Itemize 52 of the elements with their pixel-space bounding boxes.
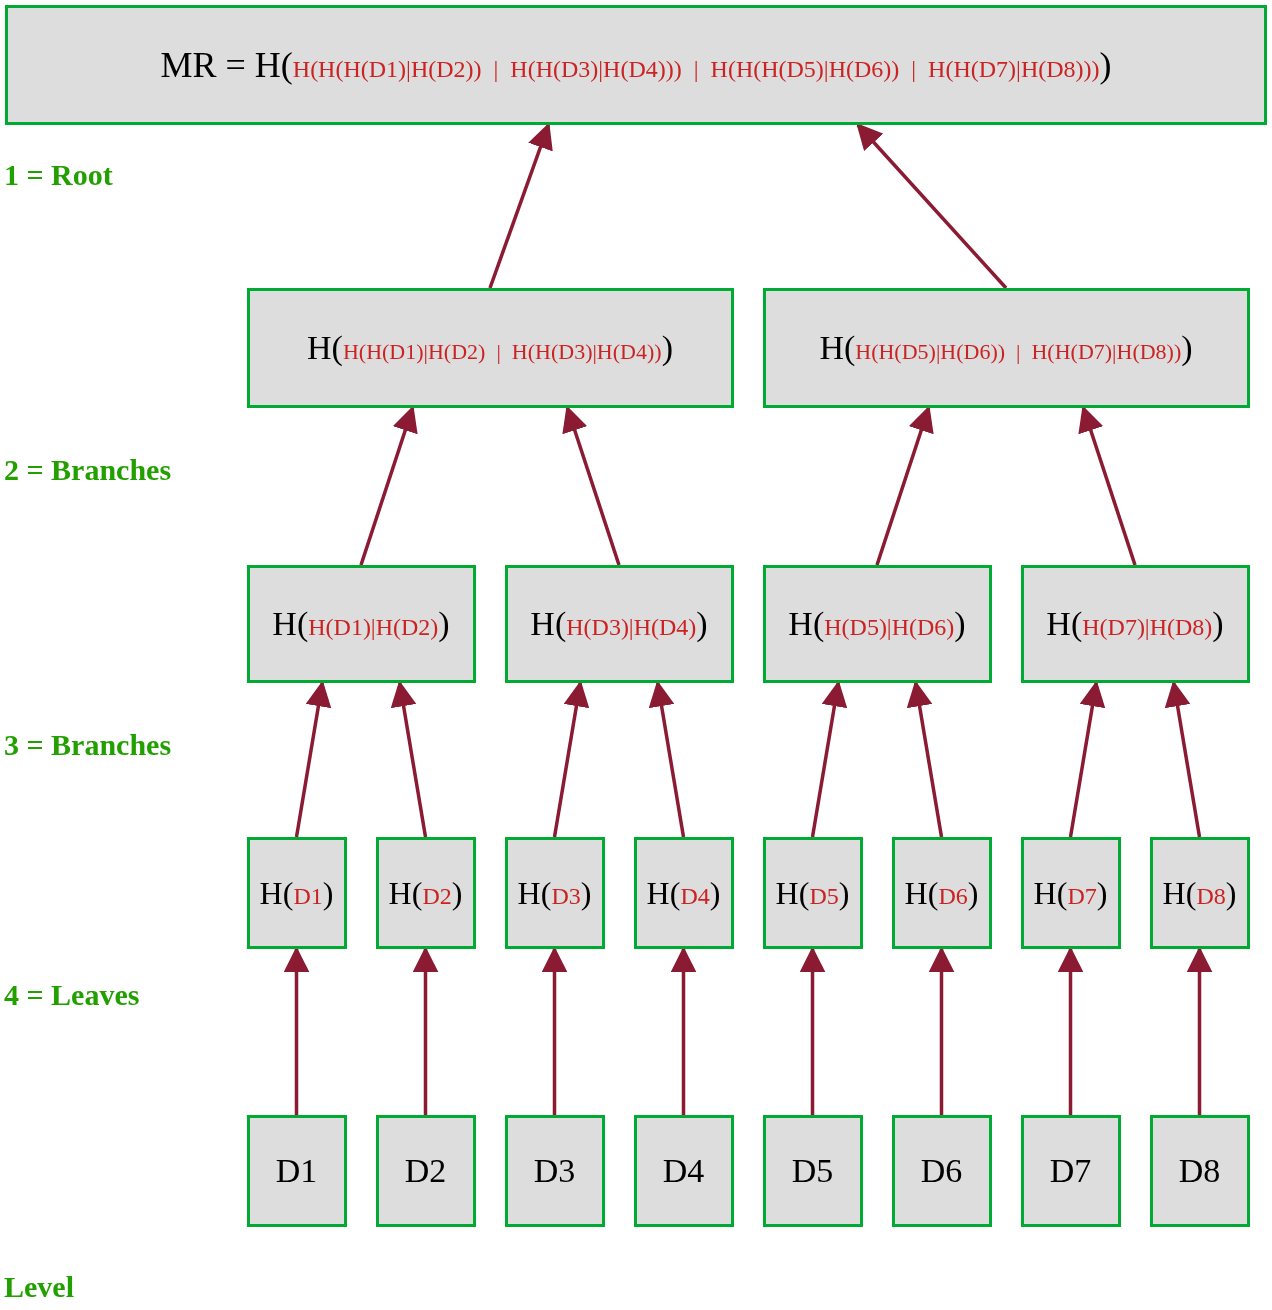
formula-text: D2 (404, 1152, 447, 1190)
formula-text: MR = H(H(H(H(D1)|H(D2)) | H(H(D3)|H(D4))) | H(H(H(D5)|H(D6)) | H(H(D7)|H(D8)))) (160, 44, 1112, 86)
formula-text: H(D5) (775, 874, 850, 912)
hash-box (633, 1115, 734, 1227)
hash-box (762, 565, 992, 683)
hash-box (504, 837, 605, 949)
hash-box (1020, 565, 1250, 683)
level-label: 1 = Root (4, 160, 113, 190)
hash-box (762, 1115, 863, 1227)
formula-text: H(D3) (517, 874, 592, 912)
formula-text: H(H(D5)|H(D6)) (788, 605, 966, 643)
level-label: Level (4, 1272, 74, 1302)
formula-text: H(D6) (904, 874, 979, 912)
hash-box (504, 565, 734, 683)
formula-text: D7 (1049, 1152, 1092, 1190)
hash-box (1020, 1115, 1121, 1227)
hash-box (762, 837, 863, 949)
hash-box (375, 1115, 476, 1227)
formula-text: D5 (791, 1152, 834, 1190)
formula-text: H(H(H(D5)|H(D6)) | H(H(D7)|H(D8))) (819, 329, 1193, 367)
hash-box (246, 288, 734, 408)
formula-text: H(D8) (1162, 874, 1237, 912)
hash-box (1149, 1115, 1250, 1227)
hash-box (1149, 837, 1250, 949)
formula-text: D4 (662, 1152, 705, 1190)
formula-text: H(H(H(D1)|H(D2) | H(H(D3)|H(D4))) (307, 329, 673, 367)
level-label: 2 = Branches (4, 455, 172, 485)
formula-text: D1 (275, 1152, 318, 1190)
hash-box (633, 837, 734, 949)
formula-text: D8 (1178, 1152, 1221, 1190)
formula-text: H(H(D1)|H(D2)) (272, 605, 450, 643)
formula-text: H(H(D7)|H(D8)) (1046, 605, 1224, 643)
formula-text: D6 (920, 1152, 963, 1190)
hash-box (1020, 837, 1121, 949)
hash-box (375, 837, 476, 949)
formula-text: H(D1) (259, 874, 334, 912)
level-label: 4 = Leaves (4, 980, 140, 1010)
hash-box (5, 5, 1267, 125)
hash-box (762, 288, 1250, 408)
formula-text: H(D7) (1033, 874, 1108, 912)
hash-box (246, 565, 476, 683)
hash-box (246, 1115, 347, 1227)
formula-text: D3 (533, 1152, 576, 1190)
hash-box (504, 1115, 605, 1227)
hash-box (891, 1115, 992, 1227)
formula-text: H(D2) (388, 874, 463, 912)
arrow (856, 123, 1008, 290)
formula-text: H(D4) (646, 874, 721, 912)
formula-text: H(H(D3)|H(D4)) (530, 605, 708, 643)
level-label: 3 = Branches (4, 730, 172, 760)
hash-box (891, 837, 992, 949)
hash-box (246, 837, 347, 949)
